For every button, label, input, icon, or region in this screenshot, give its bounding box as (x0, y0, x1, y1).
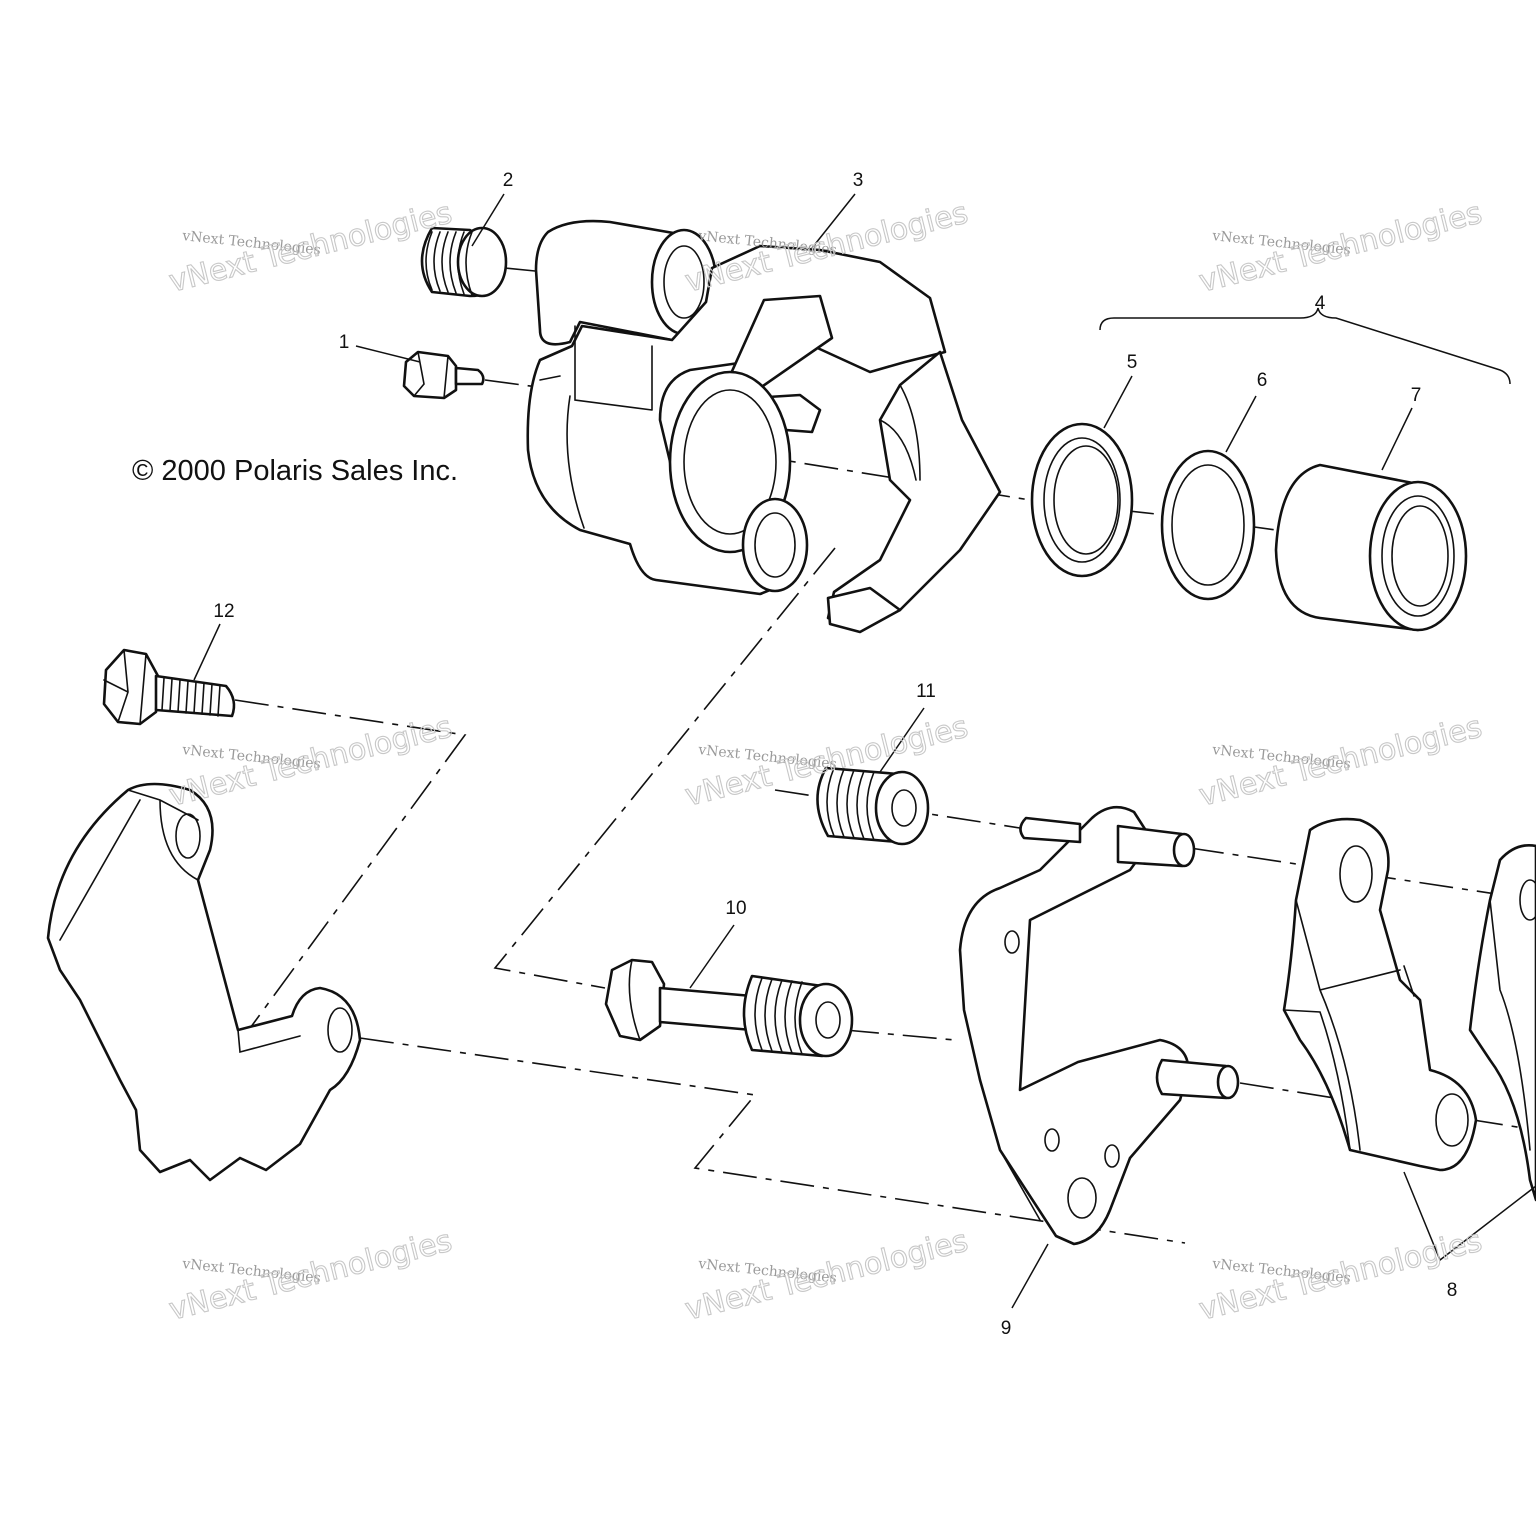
callout-labels: 2 3 1 4 5 6 7 12 11 10 9 8 (213, 170, 1457, 1339)
callout-11: 11 (916, 681, 936, 702)
part-8-brake-pad-a (1282, 817, 1478, 1172)
watermark-large-text: vNext Technologies (166, 196, 456, 300)
part-8-brake-pad-b (1468, 844, 1536, 1202)
callout-1: 1 (339, 332, 350, 353)
watermark-large-text: vNext Technologies (166, 1224, 456, 1328)
part-2-plug (420, 226, 508, 298)
watermark-3: vNext Technologies vNext Technologies (1195, 195, 1486, 300)
callout-2: 2 (503, 170, 514, 191)
watermark-large-text: vNext Technologies (1196, 1224, 1486, 1328)
part-12-bolt (102, 648, 236, 726)
assembly-centerlines (234, 267, 1536, 1244)
watermark-6: vNext Technologies vNext Technologies (1195, 709, 1486, 814)
copyright-notice: © 2000 Polaris Sales Inc. (132, 455, 458, 487)
watermark-8: vNext Technologies vNext Technologies (681, 1223, 972, 1328)
callout-8: 8 (1447, 1280, 1458, 1301)
part-9-bracket-plate (958, 805, 1240, 1246)
part-11-threaded-pin (816, 766, 930, 846)
callout-6: 6 (1257, 370, 1268, 391)
watermark-7: vNext Technologies vNext Technologies (165, 1223, 456, 1328)
part-5-seal (1030, 422, 1134, 578)
part-10-slide-pin (604, 958, 854, 1058)
callout-10: 10 (725, 898, 746, 919)
callout-7: 7 (1411, 385, 1422, 406)
part-1-bleeder (402, 350, 485, 400)
part-6-seal (1160, 449, 1256, 601)
callout-9: 9 (1001, 1318, 1012, 1339)
watermark-large-text: vNext Technologies (166, 710, 456, 814)
part-3-caliper-body (526, 219, 1002, 634)
watermark-4: vNext Technologies vNext Technologies (165, 709, 456, 814)
callout-4: 4 (1315, 293, 1326, 314)
watermarks: vNext Technologies vNext Technologies vN… (165, 195, 1486, 1328)
watermark-1: vNext Technologies vNext Technologies (165, 195, 456, 300)
watermark-9: vNext Technologies vNext Technologies (1195, 1223, 1486, 1328)
mount-bracket (46, 782, 362, 1182)
callout-5: 5 (1127, 352, 1138, 373)
watermark-large-text: vNext Technologies (1196, 196, 1486, 300)
callout-3: 3 (853, 170, 864, 191)
watermark-large-text: vNext Technologies (682, 1224, 972, 1328)
leader-lines (193, 193, 1536, 1309)
part-7-piston (1274, 463, 1468, 632)
callout-12: 12 (213, 601, 234, 622)
watermark-large-text: vNext Technologies (1196, 710, 1486, 814)
